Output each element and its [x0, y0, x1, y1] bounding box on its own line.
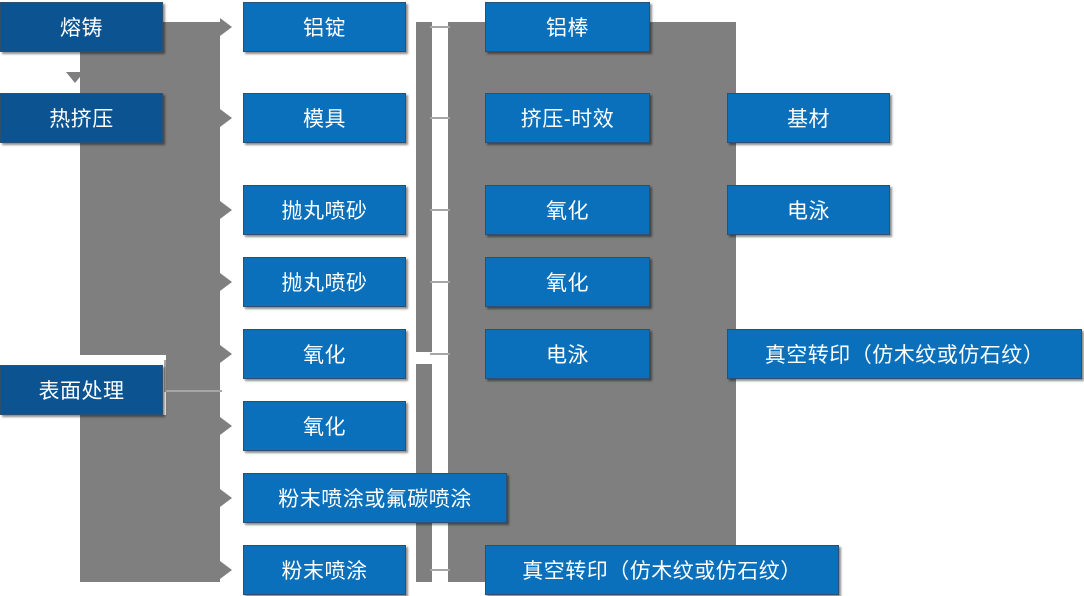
ops-link-3: [430, 209, 450, 211]
arrow-to-out-1: [703, 109, 715, 127]
operation-box-4[interactable]: 抛丸喷砂: [243, 257, 406, 307]
treatment-box-3[interactable]: 氧化: [485, 185, 650, 235]
arrow-to-op-1: [220, 18, 232, 36]
arrow-to-op-5: [220, 345, 232, 363]
output-box-1-label: 基材: [787, 108, 830, 131]
operation-box-5-label: 氧化: [303, 344, 346, 367]
stage-box-3-label: 表面处理: [38, 380, 125, 403]
operation-box-2[interactable]: 模具: [243, 93, 406, 143]
arrow-to-out-2: [703, 201, 715, 219]
stage-box-3[interactable]: 表面处理: [0, 365, 163, 415]
surface-treatment-link-vert: [164, 360, 166, 392]
arrow-to-op-4: [220, 273, 232, 291]
treatment-box-1-label: 铝棒: [546, 17, 589, 40]
operation-box-3-label: 抛丸喷砂: [281, 200, 368, 223]
treatment-box-2[interactable]: 挤压-时效: [485, 93, 650, 143]
operation-box-6[interactable]: 氧化: [243, 401, 406, 451]
operation-box-7-label: 粉末喷涂或氟碳喷涂: [278, 488, 472, 511]
operation-box-8-label: 粉末喷涂: [281, 560, 368, 583]
ops-link-1: [430, 26, 450, 28]
treatment-box-2-label: 挤压-时效: [520, 108, 615, 131]
output-box-3[interactable]: 真空转印（仿木纹或仿石纹）: [727, 329, 1082, 379]
operation-box-2-label: 模具: [303, 108, 346, 131]
arrow-to-out-3: [703, 345, 715, 363]
arrow-to-op-7: [220, 489, 232, 507]
stage-box-2[interactable]: 热挤压: [0, 93, 163, 143]
ops-link-6: [430, 569, 450, 571]
treatment-box-6-label: 真空转印（仿木纹或仿石纹）: [522, 560, 802, 583]
ops-link-4: [430, 281, 450, 283]
operation-box-5[interactable]: 氧化: [243, 329, 406, 379]
arrow-to-op-6: [220, 417, 232, 435]
treatment-box-1[interactable]: 铝棒: [485, 2, 650, 52]
stage-box-1[interactable]: 熔铸: [0, 2, 163, 52]
operation-box-4-label: 抛丸喷砂: [281, 272, 368, 295]
arrow-to-op-3: [220, 201, 232, 219]
arrow-to-op-2: [220, 109, 232, 127]
stage-down-arrow: [66, 72, 84, 83]
stage-box-1-label: 熔铸: [60, 17, 103, 40]
output-box-2-label: 电泳: [787, 200, 830, 223]
treatment-box-4-label: 氧化: [546, 272, 589, 295]
stage-box-2-label: 热挤压: [49, 108, 114, 131]
operation-box-3[interactable]: 抛丸喷砂: [243, 185, 406, 235]
output-box-3-label: 真空转印（仿木纹或仿石纹）: [764, 344, 1045, 367]
operation-box-8[interactable]: 粉末喷涂: [243, 545, 406, 595]
connector-band-ops-left-upper: [416, 22, 432, 352]
operation-box-1[interactable]: 铝锭: [243, 2, 406, 52]
output-box-2[interactable]: 电泳: [727, 185, 890, 235]
arrow-to-op-8: [220, 561, 232, 579]
treatment-box-3-label: 氧化: [546, 200, 589, 223]
ops-link-2: [430, 117, 450, 119]
operation-box-1-label: 铝锭: [303, 17, 346, 40]
treatment-box-4[interactable]: 氧化: [485, 257, 650, 307]
output-box-1[interactable]: 基材: [727, 93, 890, 143]
ops-link-5: [430, 353, 450, 355]
treatment-box-6[interactable]: 真空转印（仿木纹或仿石纹）: [485, 545, 839, 595]
operation-box-7[interactable]: 粉末喷涂或氟碳喷涂: [243, 473, 507, 523]
surface-treatment-link: [164, 390, 222, 392]
operation-box-6-label: 氧化: [303, 416, 346, 439]
treatment-box-5[interactable]: 电泳: [485, 329, 650, 379]
treatment-box-5-label: 电泳: [546, 344, 589, 367]
